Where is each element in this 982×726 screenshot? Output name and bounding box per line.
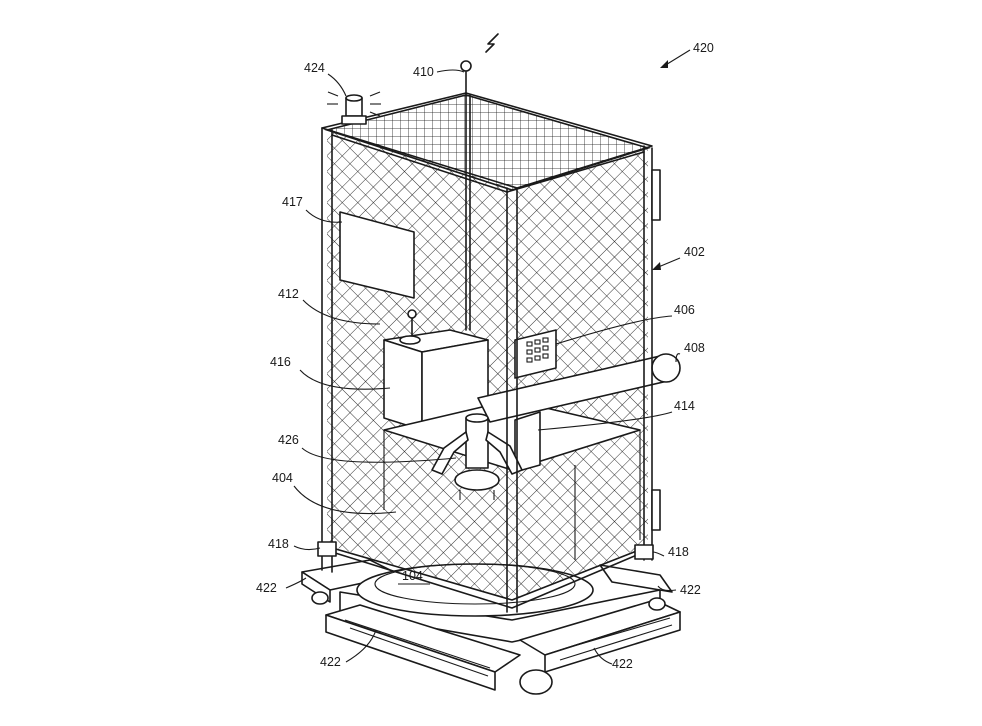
label-pad: 104 (402, 569, 423, 583)
antenna (460, 33, 499, 96)
hinge (651, 489, 661, 531)
label-left-base: 422 (256, 581, 277, 595)
keypad-buttons (526, 337, 549, 363)
label-platform: 404 (272, 471, 293, 485)
label-right-base: 422 (680, 583, 701, 597)
label-figure-ref: 420 (693, 41, 714, 55)
housing-front (383, 339, 423, 431)
cage-mesh (324, 94, 651, 600)
beacon-light (327, 91, 381, 125)
label-keypad-unit: 406 (674, 303, 695, 317)
wheel (519, 669, 553, 695)
label-cage: 402 (684, 245, 705, 259)
label-beacon: 424 (304, 61, 325, 75)
gripper (431, 413, 523, 500)
rear-right-base-bar (599, 564, 673, 593)
internal-components (339, 211, 681, 560)
wheel (648, 597, 666, 611)
hinge (651, 169, 661, 221)
wheel (311, 591, 329, 605)
label-housing: 416 (270, 355, 291, 369)
joystick-knob (407, 309, 417, 319)
label-arm: 408 (684, 341, 705, 355)
label-right-support: 418 (668, 545, 689, 559)
leader-lines (285, 49, 691, 665)
reference-labels: 420 410 424 417 402 412 406 408 416 414 … (256, 41, 714, 671)
door-panel (339, 211, 415, 299)
label-gripper: 426 (278, 433, 299, 447)
base-assembly (301, 559, 681, 695)
label-front-right-base: 422 (612, 657, 633, 671)
label-antenna: 410 (413, 65, 434, 79)
label-controller: 412 (278, 287, 299, 301)
label-left-support: 418 (268, 537, 289, 551)
label-door-panel: 417 (282, 195, 303, 209)
joystick-base (399, 335, 421, 345)
label-arm-mount: 414 (674, 399, 695, 413)
cage-frame (321, 92, 661, 613)
label-front-left-base: 422 (320, 655, 341, 669)
